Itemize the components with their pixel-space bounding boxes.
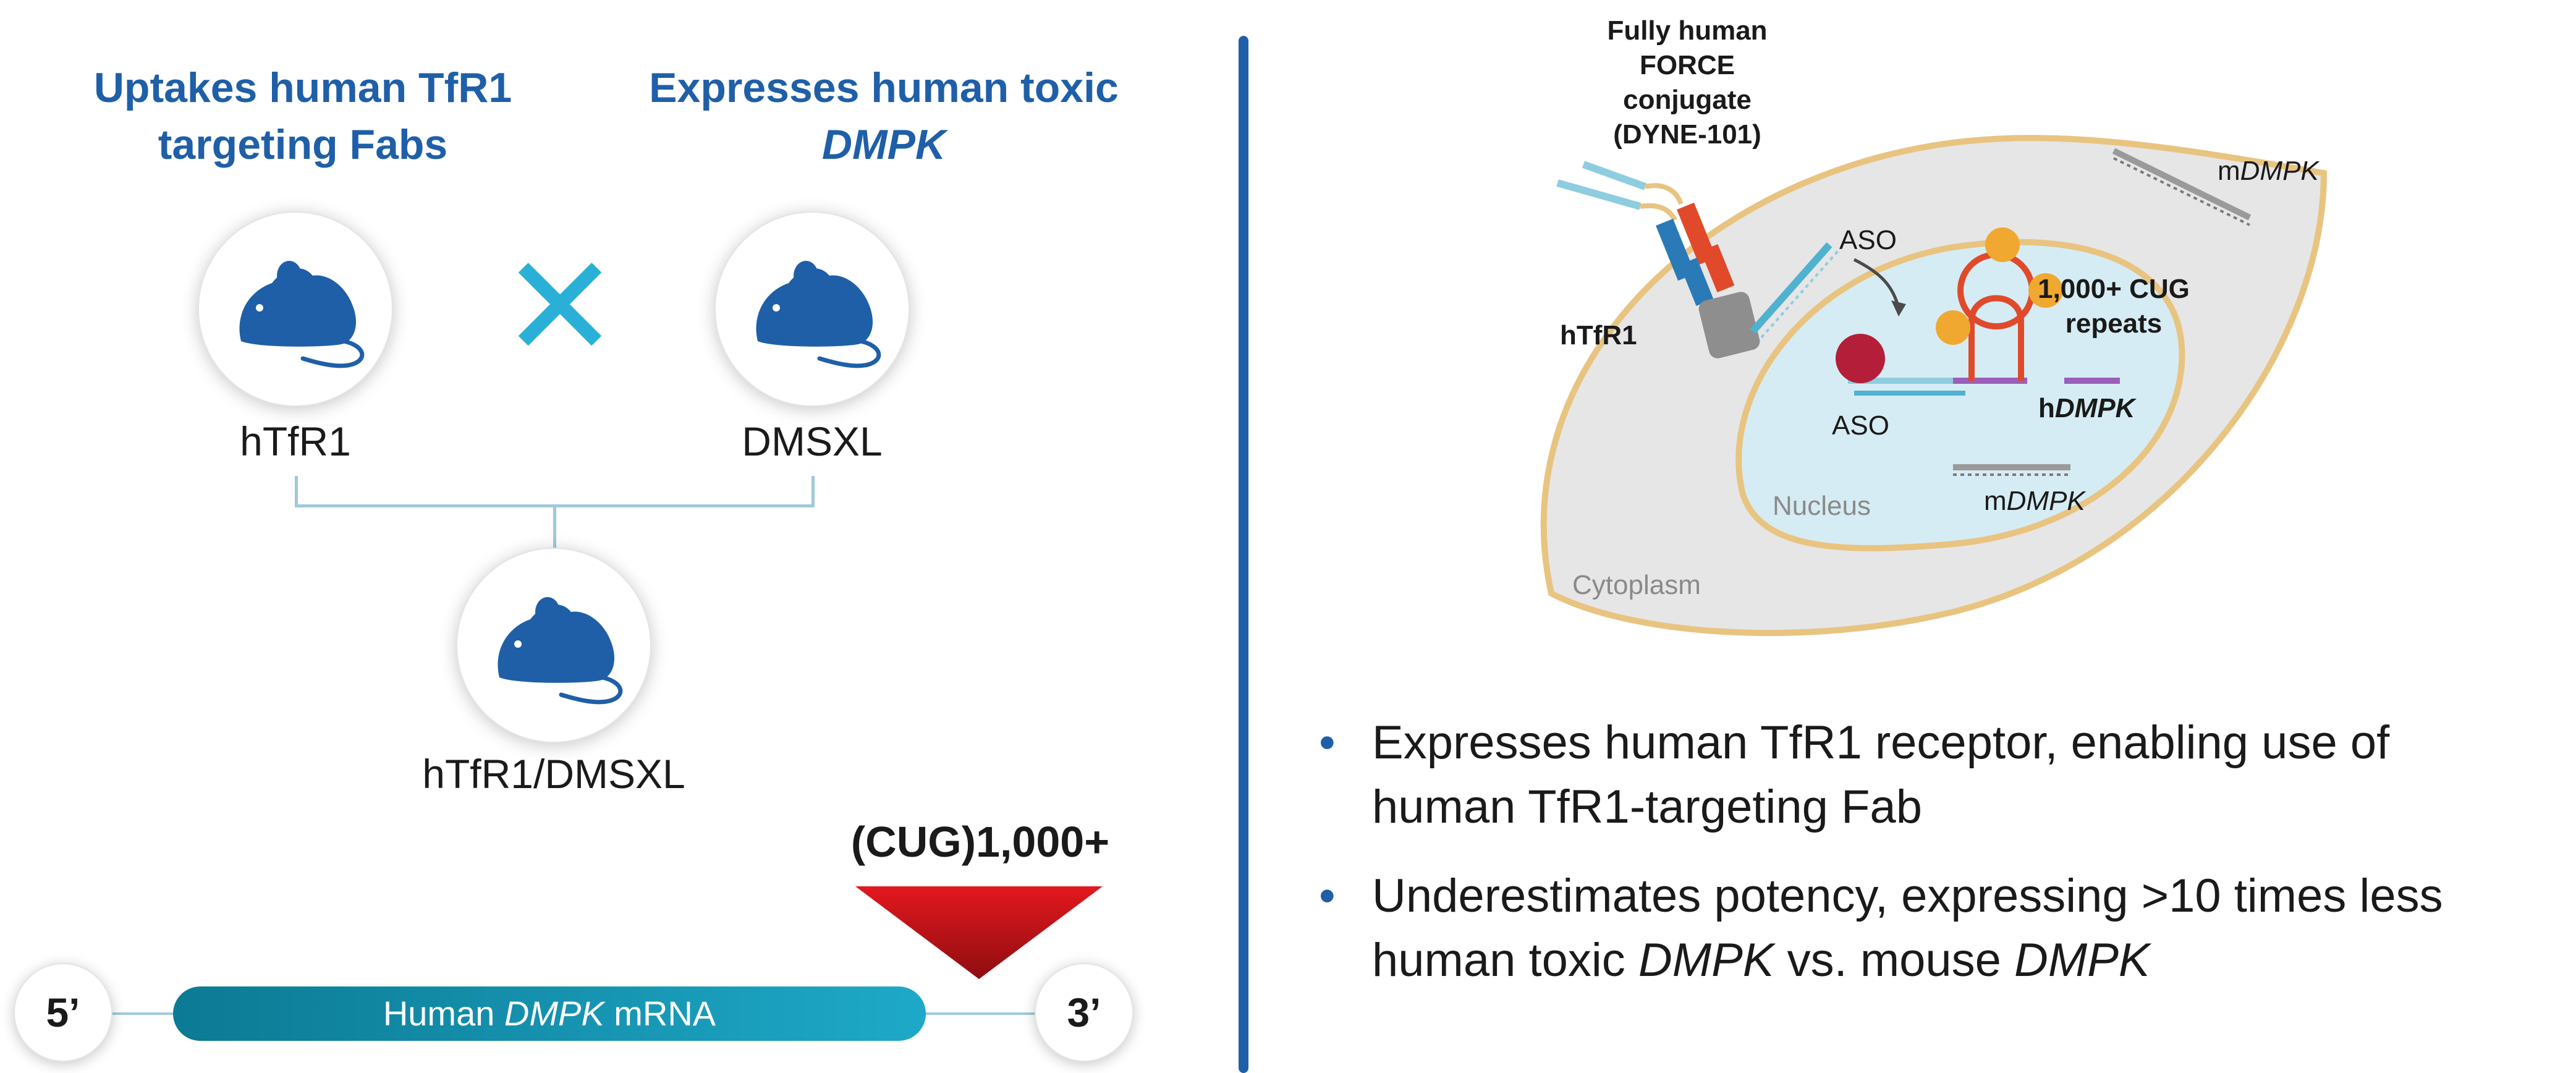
- bullet-dot: •: [1319, 870, 1336, 922]
- mrna-bar-prefix: Human: [383, 994, 504, 1033]
- conjugate-title-l4: (DYNE-101): [1613, 119, 1761, 150]
- aso-label-top: ASO: [1839, 225, 1897, 255]
- hdmpk-prefix: h: [2038, 393, 2055, 423]
- repeat-triangle: [855, 886, 1103, 979]
- bullet-2-dmpk-mouse: DMPK: [2014, 934, 2150, 986]
- cross-icon: ✕: [500, 227, 620, 386]
- mrna-bar-suffix: mRNA: [604, 994, 716, 1033]
- mouse-circle-cross: [456, 548, 651, 743]
- mouse-icon: [498, 597, 623, 705]
- aso-cytoplasm: [1750, 242, 1839, 339]
- cug-label-l1: 1,000+ CUG: [2038, 274, 2190, 304]
- hdmpk-label: hDMPK: [2038, 393, 2135, 424]
- header-express: Expresses human toxic DMPK: [606, 59, 1162, 173]
- cug-label: 1,000+ CUG repeats: [2033, 272, 2194, 341]
- hdmpk-hairpin: [1836, 227, 2120, 396]
- bullet-2-text-a: human toxic: [1372, 934, 1638, 986]
- mdmpk-nucleus-italic: DMPK: [2006, 486, 2085, 516]
- mdmpk-label-nucleus: mDMPK: [1984, 486, 2085, 517]
- bullet-list: • Expresses human TfR1 receptor, enablin…: [1310, 711, 2546, 1017]
- repeat-label: (CUG)1,000+: [850, 818, 1110, 866]
- cell-diagram: [1540, 135, 2328, 637]
- aso-arrow: [1853, 258, 1900, 308]
- conjugate-title: Fully human FORCE conjugate (DYNE-101): [1595, 14, 1780, 152]
- bracket-right-vertical: [811, 476, 815, 507]
- label-htfr1: hTfR1: [240, 418, 351, 464]
- bracket-horizontal: [295, 504, 815, 507]
- bullet-2-line2: human toxic DMPK vs. mouse DMPK: [1372, 928, 2546, 993]
- header-uptake: Uptakes human TfR1 targeting Fabs: [25, 59, 581, 173]
- hdmpk-italic: DMPK: [2054, 393, 2135, 423]
- conjugate-title-l3: conjugate: [1623, 85, 1752, 115]
- mdmpk-strand-nucleus: [1953, 464, 2070, 476]
- aso-arrowhead: [1891, 300, 1906, 316]
- bullet-2-text-c: vs. mouse: [1774, 934, 2015, 986]
- mdmpk-strand-top: [2112, 148, 2252, 226]
- mdmpk-label-top: mDMPK: [2218, 156, 2319, 187]
- five-prime-circle: 5’: [14, 963, 112, 1062]
- header-uptake-line1: Uptakes human TfR1: [93, 64, 512, 111]
- mouse-circle-dmsxl: [714, 211, 910, 407]
- three-prime-circle: 3’: [1035, 963, 1133, 1062]
- label-dmsxl: DMSXL: [742, 418, 883, 464]
- bullet-item-1: • Expresses human TfR1 receptor, enablin…: [1310, 711, 2546, 839]
- bracket-left-vertical: [295, 476, 298, 507]
- aso-label-bottom: ASO: [1832, 410, 1889, 441]
- bracket-stem: [553, 507, 556, 548]
- bullet-dot: •: [1319, 716, 1336, 769]
- mouse-icon: [756, 261, 881, 368]
- nucleus-label: Nucleus: [1773, 491, 1871, 521]
- bullet-item-2: • Underestimates potency, expressing >10…: [1310, 864, 2546, 993]
- bullet-1-line1: Expresses human TfR1 receptor, enabling …: [1372, 716, 2390, 769]
- conjugate-title-l1: Fully human: [1607, 15, 1768, 46]
- mdmpk-nucleus-prefix: m: [1984, 486, 2007, 516]
- mouse-circle-htfr1: [198, 211, 393, 407]
- conjugate-title-l2: FORCE: [1640, 50, 1735, 80]
- panel-divider: [1239, 36, 1248, 1073]
- header-express-line1: Expresses human toxic: [649, 64, 1119, 111]
- antibody-conjugate: [1556, 161, 1760, 358]
- mrna-bar-dmpk: DMPK: [504, 994, 604, 1033]
- bullet-2-dmpk-human: DMPK: [1638, 934, 1774, 986]
- label-cross: hTfR1/DMSXL: [422, 751, 685, 797]
- header-uptake-line2: targeting Fabs: [158, 121, 448, 168]
- mdmpk-top-prefix: m: [2218, 156, 2240, 186]
- cytoplasm-label: Cytoplasm: [1572, 570, 1701, 600]
- cug-label-l2: repeats: [2065, 308, 2163, 339]
- bullet-1-line2: human TfR1-targeting Fab: [1372, 781, 1922, 833]
- mouse-icon: [239, 261, 365, 368]
- header-express-dmpk: DMPK: [821, 121, 946, 168]
- bullet-2-line1: Underestimates potency, expressing >10 t…: [1372, 870, 2443, 922]
- htfr1-label: hTfR1: [1560, 320, 1637, 350]
- mdmpk-top-italic: DMPK: [2240, 156, 2319, 186]
- mrna-bar: Human DMPK mRNA: [173, 986, 926, 1041]
- header-express-line2: DMPK: [606, 116, 1162, 173]
